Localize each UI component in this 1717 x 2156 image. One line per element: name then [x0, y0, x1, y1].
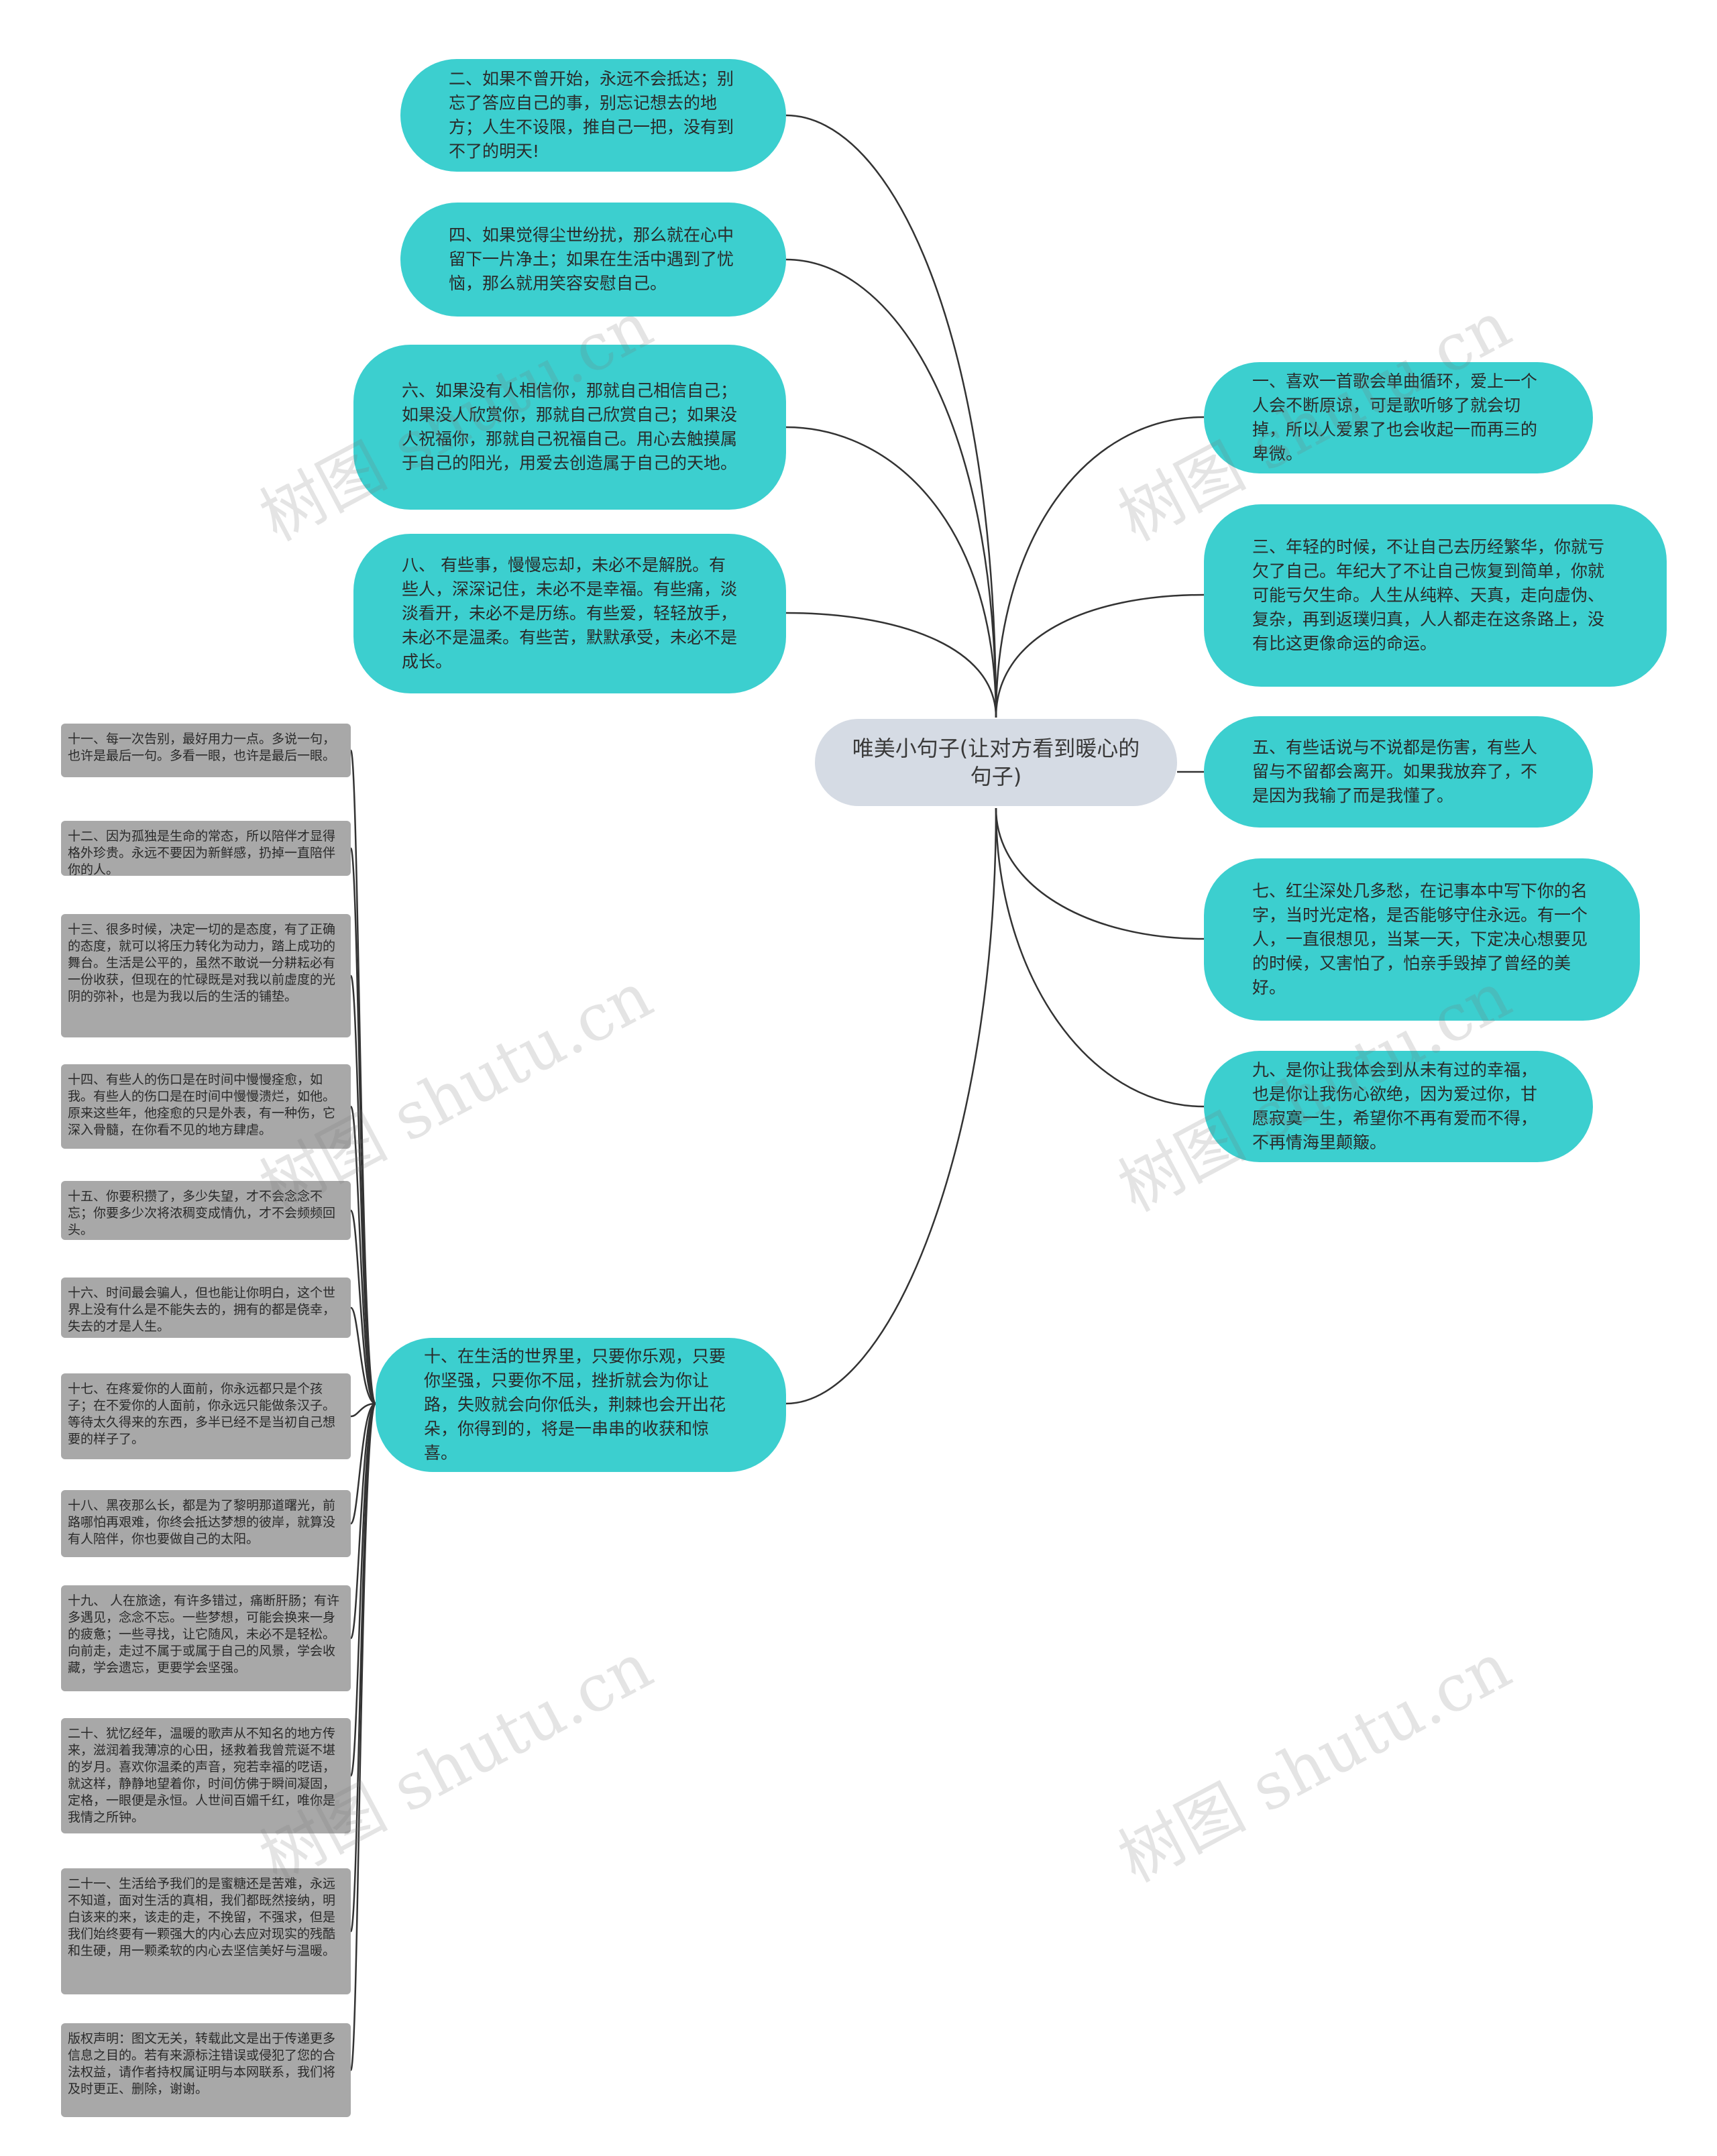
topic-8[interactable]: 八、 有些事，慢慢忘却，未必不是解脱。有些人，深深记住，未必不是幸福。有些痛，淡… — [353, 534, 786, 693]
connector-root-to-topic-9 — [995, 807, 1205, 1108]
connector-root-to-topic-4 — [785, 258, 997, 718]
leaf-text: 十九、 人在旅途，有许多错过，痛断肝肠；有许多遇见，念念不忘。一些梦想，可能会换… — [68, 1593, 340, 1675]
leaf-text: 十二、因为孤独是生命的常态，所以陪伴才显得格外珍贵。永远不要因为新鲜感，扔掉一直… — [68, 829, 336, 877]
topic-text: 一、喜欢一首歌会单曲循环，爱上一个人会不断原谅，可是歌听够了就会切掉，所以人爱累… — [1252, 372, 1538, 463]
root-title: 唯美小句子(让对方看到暖心的句子) — [852, 736, 1140, 789]
topic-10[interactable]: 十、在生活的世界里，只要你乐观，只要你坚强，只要你不屈，挫折就会为你让路，失败就… — [376, 1338, 786, 1472]
connector-root-to-topic-7 — [995, 807, 1205, 940]
topic-6[interactable]: 六、如果没有人相信你，那就自己相信自己；如果没人欣赏你，那就自己欣赏自己；如果没… — [353, 345, 786, 510]
leaf-20[interactable]: 二十、犹忆经年，温暖的歌声从不知名的地方传来，滋润着我薄凉的心田，拯救着我曾荒诞… — [61, 1718, 351, 1833]
leaf-text: 十三、很多时候，决定一切的是态度，有了正确的态度，就可以将压力转化为动力，踏上成… — [68, 922, 336, 1004]
connector-topic-10-to-leaf-16 — [349, 1306, 376, 1405]
topic-text: 四、如果觉得尘世纷扰，那么就在心中留下一片净土；如果在生活中遇到了忧恼，那么就用… — [449, 225, 734, 293]
connector-topic-10-to-leaf-17 — [350, 1402, 376, 1418]
connector-topic-10-to-leaf-18 — [349, 1402, 376, 1525]
leaf-text: 十八、黑夜那么长，都是为了黎明那道曙光，前路哪怕再艰难，你终会抵达梦想的彼岸，就… — [68, 1498, 336, 1546]
leaf-copyright[interactable]: 版权声明：图文无关，转载此文是出于传递更多信息之目的。若有来源标注错误或侵犯了您… — [61, 2023, 351, 2117]
connector-root-to-topic-10 — [785, 807, 997, 1405]
leaf-text: 十五、你要积攒了，多少失望，才不会念念不忘；你要多少次将浓稠变成情仇，才不会频频… — [68, 1189, 336, 1237]
connector-root-to-topic-8 — [785, 612, 997, 718]
connector-root-to-topic-2 — [785, 114, 997, 718]
topic-text: 三、年轻的时候，不让自己去历经繁华，你就亏欠了自己。年纪大了不让自己恢复到简单，… — [1252, 537, 1605, 653]
connector-root-to-topic-1 — [995, 416, 1205, 718]
leaf-text: 十六、时间最会骗人，但也能让你明白，这个世界上没有什么是不能失去的，拥有的都是侥… — [68, 1286, 336, 1334]
leaf-text: 二十一、生活给予我们的是蜜糖还是苦难，永远不知道，面对生活的真相，我们都既然接纳… — [68, 1876, 336, 1958]
leaf-text: 二十、犹忆经年，温暖的歌声从不知名的地方传来，滋润着我薄凉的心田，拯救着我曾荒诞… — [68, 1726, 336, 1825]
connector-topic-10-to-leaf-15 — [349, 1209, 376, 1405]
topic-text: 二、如果不曾开始，永远不会抵达；别忘了答应自己的事，别忘记想去的地方；人生不设限… — [449, 69, 734, 161]
leaf-12[interactable]: 十二、因为孤独是生命的常态，所以陪伴才显得格外珍贵。永远不要因为新鲜感，扔掉一直… — [61, 821, 351, 877]
leaf-18[interactable]: 十八、黑夜那么长，都是为了黎明那道曙光，前路哪怕再艰难，你终会抵达梦想的彼岸，就… — [61, 1490, 351, 1557]
topic-text: 六、如果没有人相信你，那就自己相信自己；如果没人欣赏你，那就自己欣赏自己；如果没… — [402, 381, 738, 473]
leaf-text: 版权声明：图文无关，转载此文是出于传递更多信息之目的。若有来源标注错误或侵犯了您… — [68, 2031, 336, 2096]
topic-7[interactable]: 七、红尘深处几多愁，在记事本中写下你的名字，当时光定格，是否能够守住永远。有一个… — [1204, 858, 1640, 1021]
leaf-14[interactable]: 十四、有些人的伤口是在时间中慢慢痊愈，如我。有些人的伤口是在时间中慢慢溃烂，如他… — [61, 1064, 351, 1149]
connector-root-to-topic-6 — [785, 426, 997, 718]
topic-1[interactable]: 一、喜欢一首歌会单曲循环，爱上一个人会不断原谅，可是歌听够了就会切掉，所以人爱累… — [1204, 362, 1593, 473]
topic-text: 十、在生活的世界里，只要你乐观，只要你坚强，只要你不屈，挫折就会为你让路，失败就… — [424, 1347, 726, 1463]
leaf-text: 十七、在疼爱你的人面前，你永远都只是个孩子；在不爱你的人面前，你永远只能做条汉子… — [68, 1381, 336, 1446]
connector-root-to-topic-3 — [995, 593, 1205, 718]
connector-topic-10-to-leaf-copyright — [349, 1402, 377, 2072]
leaf-text: 十四、有些人的伤口是在时间中慢慢痊愈，如我。有些人的伤口是在时间中慢慢溃烂，如他… — [68, 1072, 336, 1137]
topic-4[interactable]: 四、如果觉得尘世纷扰，那么就在心中留下一片净土；如果在生活中遇到了忧恼，那么就用… — [400, 203, 786, 317]
topic-2[interactable]: 二、如果不曾开始，永远不会抵达；别忘了答应自己的事，别忘记想去的地方；人生不设限… — [400, 59, 786, 172]
topic-9[interactable]: 九、是你让我体会到从未有过的幸福，也是你让我伤心欲绝，因为爱过你，甘愿寂寞一生，… — [1204, 1051, 1593, 1162]
connector-topic-10-to-leaf-19 — [349, 1402, 377, 1640]
topic-text: 九、是你让我体会到从未有过的幸福，也是你让我伤心欲绝，因为爱过你，甘愿寂寞一生，… — [1252, 1060, 1538, 1152]
leaf-15[interactable]: 十五、你要积攒了，多少失望，才不会念念不忘；你要多少次将浓稠变成情仇，才不会频频… — [61, 1181, 351, 1240]
connector-topic-10-to-leaf-14 — [349, 1105, 377, 1405]
leaf-text: 十一、每一次告别，最好用力一点。多说一句，也许是最后一句。多看一眼，也许是最后一… — [68, 732, 336, 763]
topic-text: 五、有些话说与不说都是伤害，有些人留与不留都会离开。如果我放弃了，不是因为我输了… — [1252, 738, 1538, 805]
leaf-17[interactable]: 十七、在疼爱你的人面前，你永远都只是个孩子；在不爱你的人面前，你永远只能做条汉子… — [61, 1373, 351, 1459]
topic-text: 七、红尘深处几多愁，在记事本中写下你的名字，当时光定格，是否能够守住永远。有一个… — [1252, 881, 1588, 997]
root-topic[interactable]: 唯美小句子(让对方看到暖心的句子) — [815, 719, 1177, 806]
leaf-13[interactable]: 十三、很多时候，决定一切的是态度，有了正确的态度，就可以将压力转化为动力，踏上成… — [61, 914, 351, 1037]
connector-topic-10-to-leaf-13 — [349, 974, 377, 1405]
topic-5[interactable]: 五、有些话说与不说都是伤害，有些人留与不留都会离开。如果我放弃了，不是因为我输了… — [1204, 716, 1593, 828]
leaf-21[interactable]: 二十一、生活给予我们的是蜜糖还是苦难，永远不知道，面对生活的真相，我们都既然接纳… — [61, 1868, 351, 1994]
leaf-11[interactable]: 十一、每一次告别，最好用力一点。多说一句，也许是最后一句。多看一眼，也许是最后一… — [61, 724, 351, 777]
topic-text: 八、 有些事，慢慢忘却，未必不是解脱。有些人，深深记住，未必不是幸福。有些痛，淡… — [402, 555, 738, 671]
topic-3[interactable]: 三、年轻的时候，不让自己去历经繁华，你就亏欠了自己。年纪大了不让自己恢复到简单，… — [1204, 504, 1667, 687]
leaf-19[interactable]: 十九、 人在旅途，有许多错过，痛断肝肠；有许多遇见，念念不忘。一些梦想，可能会换… — [61, 1585, 351, 1691]
leaf-16[interactable]: 十六、时间最会骗人，但也能让你明白，这个世界上没有什么是不能失去的，拥有的都是侥… — [61, 1278, 351, 1338]
